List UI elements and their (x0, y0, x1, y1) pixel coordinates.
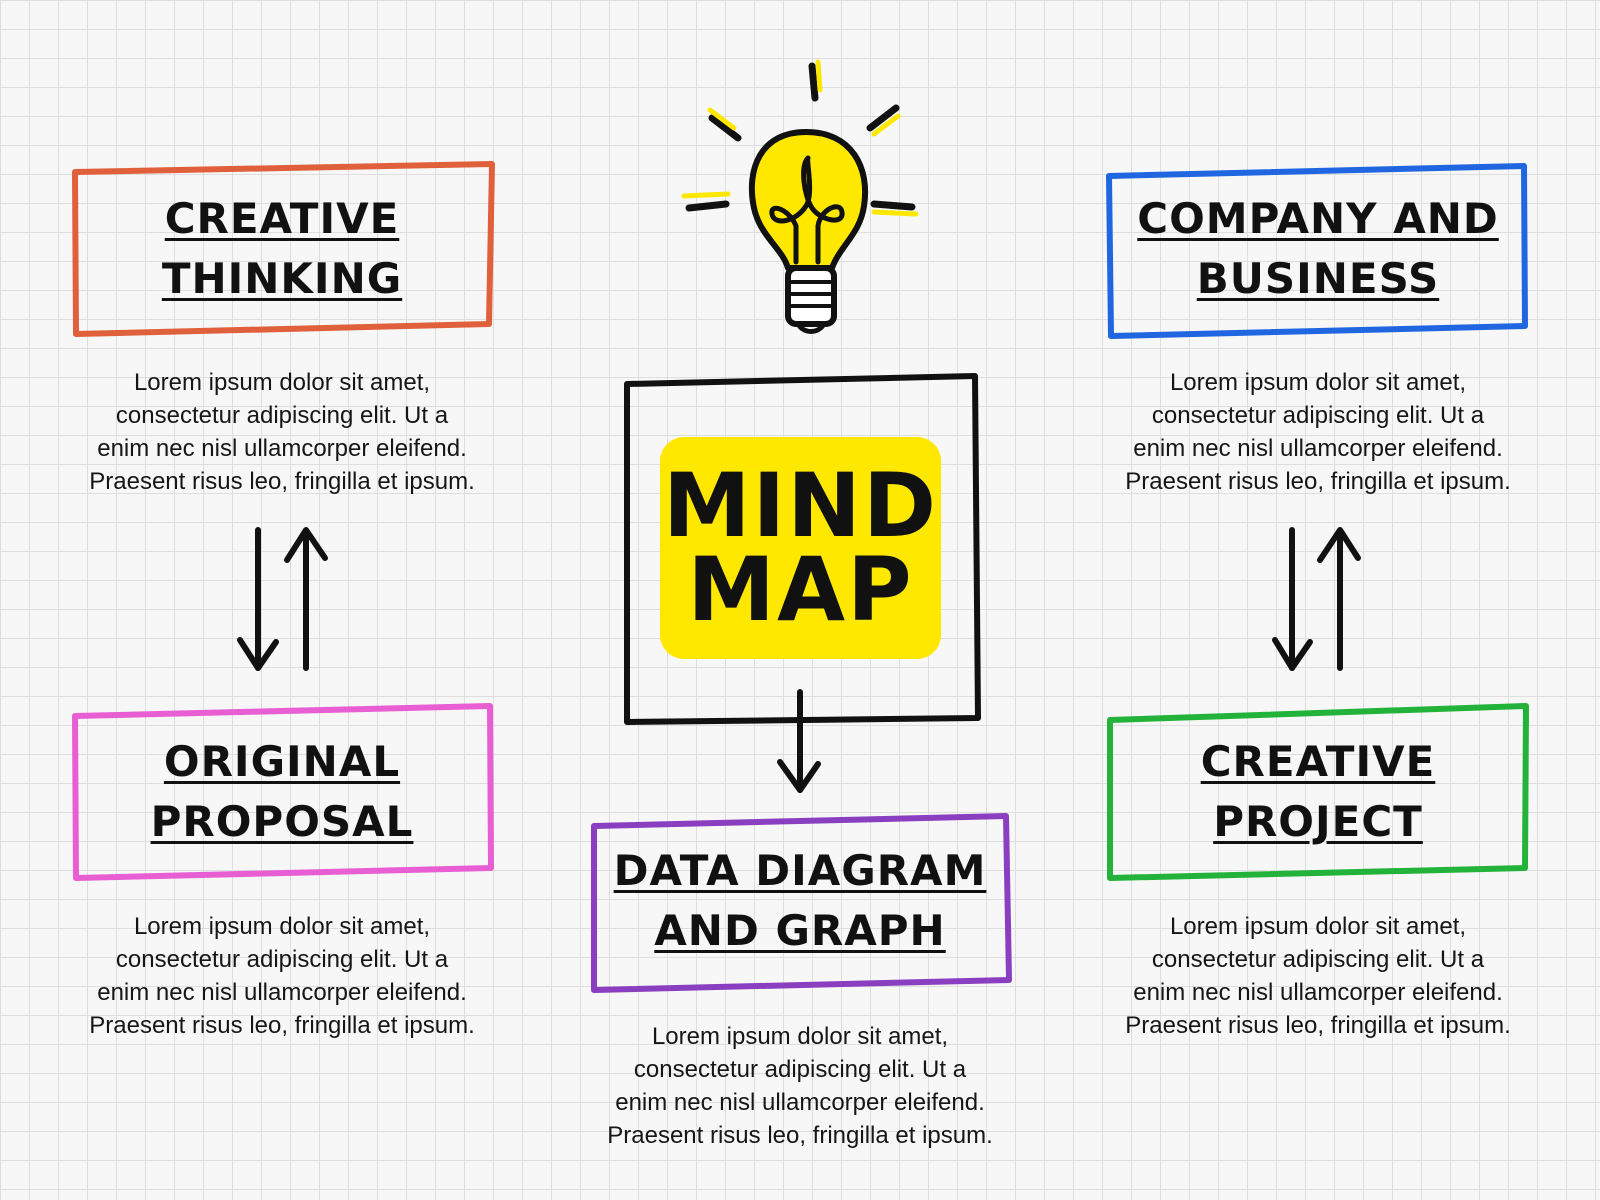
center-title: MIND MAP (660, 437, 941, 659)
node-description: Lorem ipsum dolor sit amet, consectetur … (1088, 910, 1548, 1042)
description-line: consectetur adipiscing elit. Ut a (115, 402, 449, 429)
node-original-proposal: ORIGINAL PROPOSAL (68, 700, 496, 884)
node-creative-thinking: CREATIVE THINKING (68, 158, 496, 340)
node-description: Lorem ipsum dolor sit amet, consectetur … (570, 1020, 1030, 1152)
arrow-down-icon (237, 527, 279, 671)
description-line: Praesent risus leo, fringilla et ipsum. (89, 1012, 475, 1039)
node-title: CREATIVE THINKING (68, 158, 496, 340)
node-title-line: COMPANY AND (1137, 194, 1499, 243)
arrow-down-icon (777, 689, 821, 793)
arrow-up-icon (284, 527, 328, 671)
description-line: Lorem ipsum dolor sit amet, (1169, 913, 1467, 940)
arrow-up-icon (1317, 527, 1361, 671)
node-title-line: DATA DIAGRAM (613, 846, 987, 895)
description-line: Praesent risus leo, fringilla et ipsum. (1125, 1012, 1511, 1039)
node-title-line: AND GRAPH (654, 906, 946, 955)
node-description: Lorem ipsum dolor sit amet, consectetur … (1088, 366, 1548, 498)
description-line: Praesent risus leo, fringilla et ipsum. (607, 1122, 993, 1149)
node-border (1107, 703, 1529, 881)
node-border (72, 161, 495, 337)
description-line: consectetur adipiscing elit. Ut a (1151, 946, 1485, 973)
description-line: enim nec nisl ullamcorper eleifend. (615, 1089, 985, 1116)
description-line: Lorem ipsum dolor sit amet, (651, 1023, 949, 1050)
node-company-business: COMPANY AND BUSINESS (1104, 158, 1532, 340)
description-line: Praesent risus leo, fringilla et ipsum. (89, 468, 475, 495)
node-title: COMPANY AND BUSINESS (1104, 158, 1532, 340)
node-title-line: CREATIVE (164, 194, 400, 243)
node-border (591, 813, 1012, 993)
node-title-line: PROPOSAL (150, 797, 414, 846)
node-border (72, 703, 494, 881)
node-title-line: PROJECT (1213, 797, 1423, 846)
description-line: Lorem ipsum dolor sit amet, (133, 369, 431, 396)
node-creative-project: CREATIVE PROJECT (1104, 700, 1532, 884)
center-title-line-1: MIND (662, 454, 938, 557)
description-line: enim nec nisl ullamcorper eleifend. (97, 435, 467, 462)
node-title-line: THINKING (161, 254, 403, 303)
node-title: ORIGINAL PROPOSAL (68, 700, 496, 884)
node-title-line: BUSINESS (1196, 254, 1440, 303)
description-line: consectetur adipiscing elit. Ut a (115, 946, 449, 973)
center-title-line-2: MAP (687, 538, 914, 641)
description-line: enim nec nisl ullamcorper eleifend. (1133, 435, 1503, 462)
description-line: Praesent risus leo, fringilla et ipsum. (1125, 468, 1511, 495)
node-data-diagram: DATA DIAGRAM AND GRAPH (586, 808, 1014, 994)
node-description: Lorem ipsum dolor sit amet, consectetur … (52, 910, 512, 1042)
node-border (1106, 163, 1528, 339)
node-title-line: CREATIVE (1200, 737, 1436, 786)
description-line: consectetur adipiscing elit. Ut a (1151, 402, 1485, 429)
node-title-line: ORIGINAL (163, 737, 401, 786)
node-title: DATA DIAGRAM AND GRAPH (586, 808, 1014, 994)
description-line: Lorem ipsum dolor sit amet, (1169, 369, 1467, 396)
arrow-down-icon (1272, 527, 1313, 671)
node-title: CREATIVE PROJECT (1104, 700, 1532, 884)
description-line: consectetur adipiscing elit. Ut a (633, 1056, 967, 1083)
description-line: Lorem ipsum dolor sit amet, (133, 913, 431, 940)
node-description: Lorem ipsum dolor sit amet, consectetur … (52, 366, 512, 498)
description-line: enim nec nisl ullamcorper eleifend. (1133, 979, 1503, 1006)
description-line: enim nec nisl ullamcorper eleifend. (97, 979, 467, 1006)
